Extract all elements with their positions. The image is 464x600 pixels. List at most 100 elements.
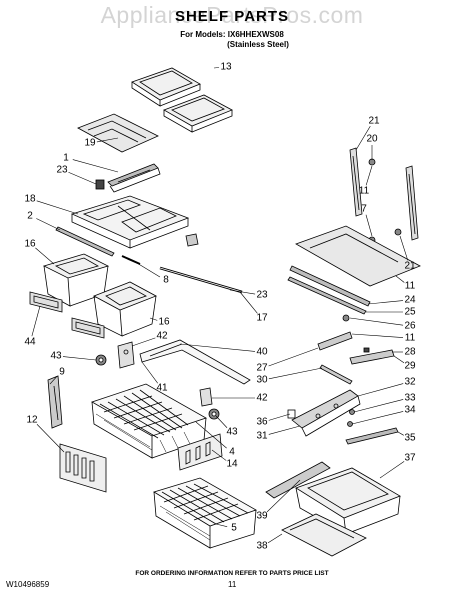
callout-label-17: 17: [256, 313, 268, 324]
callout-label-28: 28: [404, 347, 416, 358]
part-29-rail: [349, 347, 395, 365]
callout-leader-8: [131, 259, 161, 278]
page-number: 11: [228, 580, 237, 589]
callout-label-21: 21: [404, 261, 416, 272]
callout-label-11: 11: [405, 333, 416, 344]
part-18-crisper-cover: [70, 195, 199, 249]
callout-leader-24: [367, 300, 404, 305]
callout-label-16: 16: [24, 239, 36, 250]
callout-leader-29: [393, 355, 405, 364]
callout-leader-19: [96, 137, 119, 143]
callout-label-41: 41: [156, 383, 168, 394]
callout-leader-11: [365, 165, 373, 186]
callout-label-42: 42: [156, 331, 168, 342]
callout-label-40: 40: [256, 347, 268, 358]
part-16-crisper-drawer-right: [93, 281, 157, 337]
callout-label-35: 35: [404, 433, 416, 444]
callout-label-26: 26: [404, 321, 416, 332]
callout-label-13: 13: [220, 62, 232, 73]
callout-leader-18: [36, 200, 79, 215]
callout-leader-4: [195, 421, 227, 449]
part-2-rail: [55, 226, 141, 265]
callout-label-20: 20: [366, 134, 378, 145]
callout-label-33: 33: [404, 393, 416, 404]
callout-leader-11: [351, 333, 404, 338]
callout-label-1: 1: [63, 153, 69, 164]
callout-leader-9: [49, 376, 58, 385]
callout-leader-34: [351, 411, 404, 425]
document-number: W10496859: [6, 580, 50, 589]
parts-drawing: [29, 67, 421, 557]
callout-leader-38: [267, 533, 283, 544]
callout-leader-14: [211, 449, 227, 461]
callout-label-38: 38: [256, 541, 268, 552]
callout-label-21: 21: [368, 116, 380, 127]
callout-leader-21: [355, 125, 371, 151]
callout-label-14: 14: [226, 459, 238, 470]
callout-label-11: 11: [405, 281, 416, 292]
callout-leader-42: [131, 337, 156, 347]
model-variant: (Stainless Steel): [227, 40, 289, 49]
callout-labels: 1319123182168231716444240434127309421243…: [24, 62, 416, 552]
part-17-rod: [159, 266, 243, 294]
callout-label-31: 31: [256, 431, 268, 442]
callout-label-29: 29: [404, 361, 416, 372]
callout-leader-40: [179, 343, 256, 352]
part-35-rod: [345, 427, 399, 445]
callout-leader-32: [357, 383, 404, 397]
part-31-bracket-assembly: [287, 389, 361, 437]
callout-label-42: 42: [256, 393, 268, 404]
callout-label-43: 43: [226, 427, 238, 438]
part-5-lower-basket: [153, 477, 257, 549]
callout-leaders: [31, 67, 409, 544]
callout-leader-11: [395, 275, 405, 283]
callout-leader-36: [268, 413, 291, 421]
callout-leader-13: [213, 67, 220, 69]
callout-label-7: 7: [361, 204, 367, 215]
part-38-tray: [281, 513, 367, 557]
callout-label-23: 23: [256, 290, 268, 301]
part-30-slide: [319, 364, 353, 385]
part-40-slide-rail: [139, 339, 251, 385]
callout-leader-5: [215, 523, 228, 527]
callout-label-43: 43: [50, 351, 62, 362]
callout-leader-43: [62, 356, 97, 361]
callout-leader-33: [353, 399, 404, 413]
callout-label-36: 36: [256, 417, 268, 428]
callout-leader-39: [266, 479, 301, 513]
part-24-glass-shelf: [287, 225, 421, 315]
callout-label-23: 23: [56, 165, 68, 176]
callout-leader-27: [268, 347, 319, 367]
callout-label-16: 16: [158, 317, 170, 328]
part-39-trim: [265, 461, 331, 499]
model-info: For Models: IX6HHEXWS08 (Stainless Steel…: [0, 30, 464, 50]
part-12-drawer-face: [59, 443, 107, 493]
callout-label-37: 37: [404, 453, 416, 464]
callout-leader-31: [268, 425, 301, 435]
callout-label-27: 27: [256, 363, 268, 374]
callout-label-12: 12: [26, 415, 38, 426]
callout-leader-30: [268, 367, 323, 380]
model-number: For Models: IX6HHEXWS08: [180, 30, 284, 39]
callout-label-25: 25: [404, 307, 416, 318]
part-14-drawer-face: [177, 433, 223, 471]
callout-label-4: 4: [229, 447, 235, 458]
ordering-note: FOR ORDERING INFORMATION REFER TO PARTS …: [135, 570, 329, 577]
callout-leader-2: [36, 218, 61, 231]
part-42-bracket: [117, 341, 213, 407]
page-title: SHELF PARTS: [174, 8, 290, 25]
part-16-crisper-drawer-left: [42, 253, 110, 307]
callout-label-9: 9: [59, 367, 65, 378]
callout-leader-23: [229, 289, 256, 295]
part-1-divider-rail: [95, 163, 161, 193]
callout-label-24: 24: [404, 295, 416, 306]
callout-leader-16: [149, 317, 158, 321]
callout-label-44: 44: [24, 337, 36, 348]
callout-leader-12: [36, 424, 65, 453]
part-19-glass-panel: [77, 113, 159, 153]
callout-label-19: 19: [84, 138, 96, 149]
callout-label-18: 18: [24, 194, 36, 205]
callout-leader-37: [379, 461, 405, 479]
callout-label-11: 11: [359, 186, 370, 197]
